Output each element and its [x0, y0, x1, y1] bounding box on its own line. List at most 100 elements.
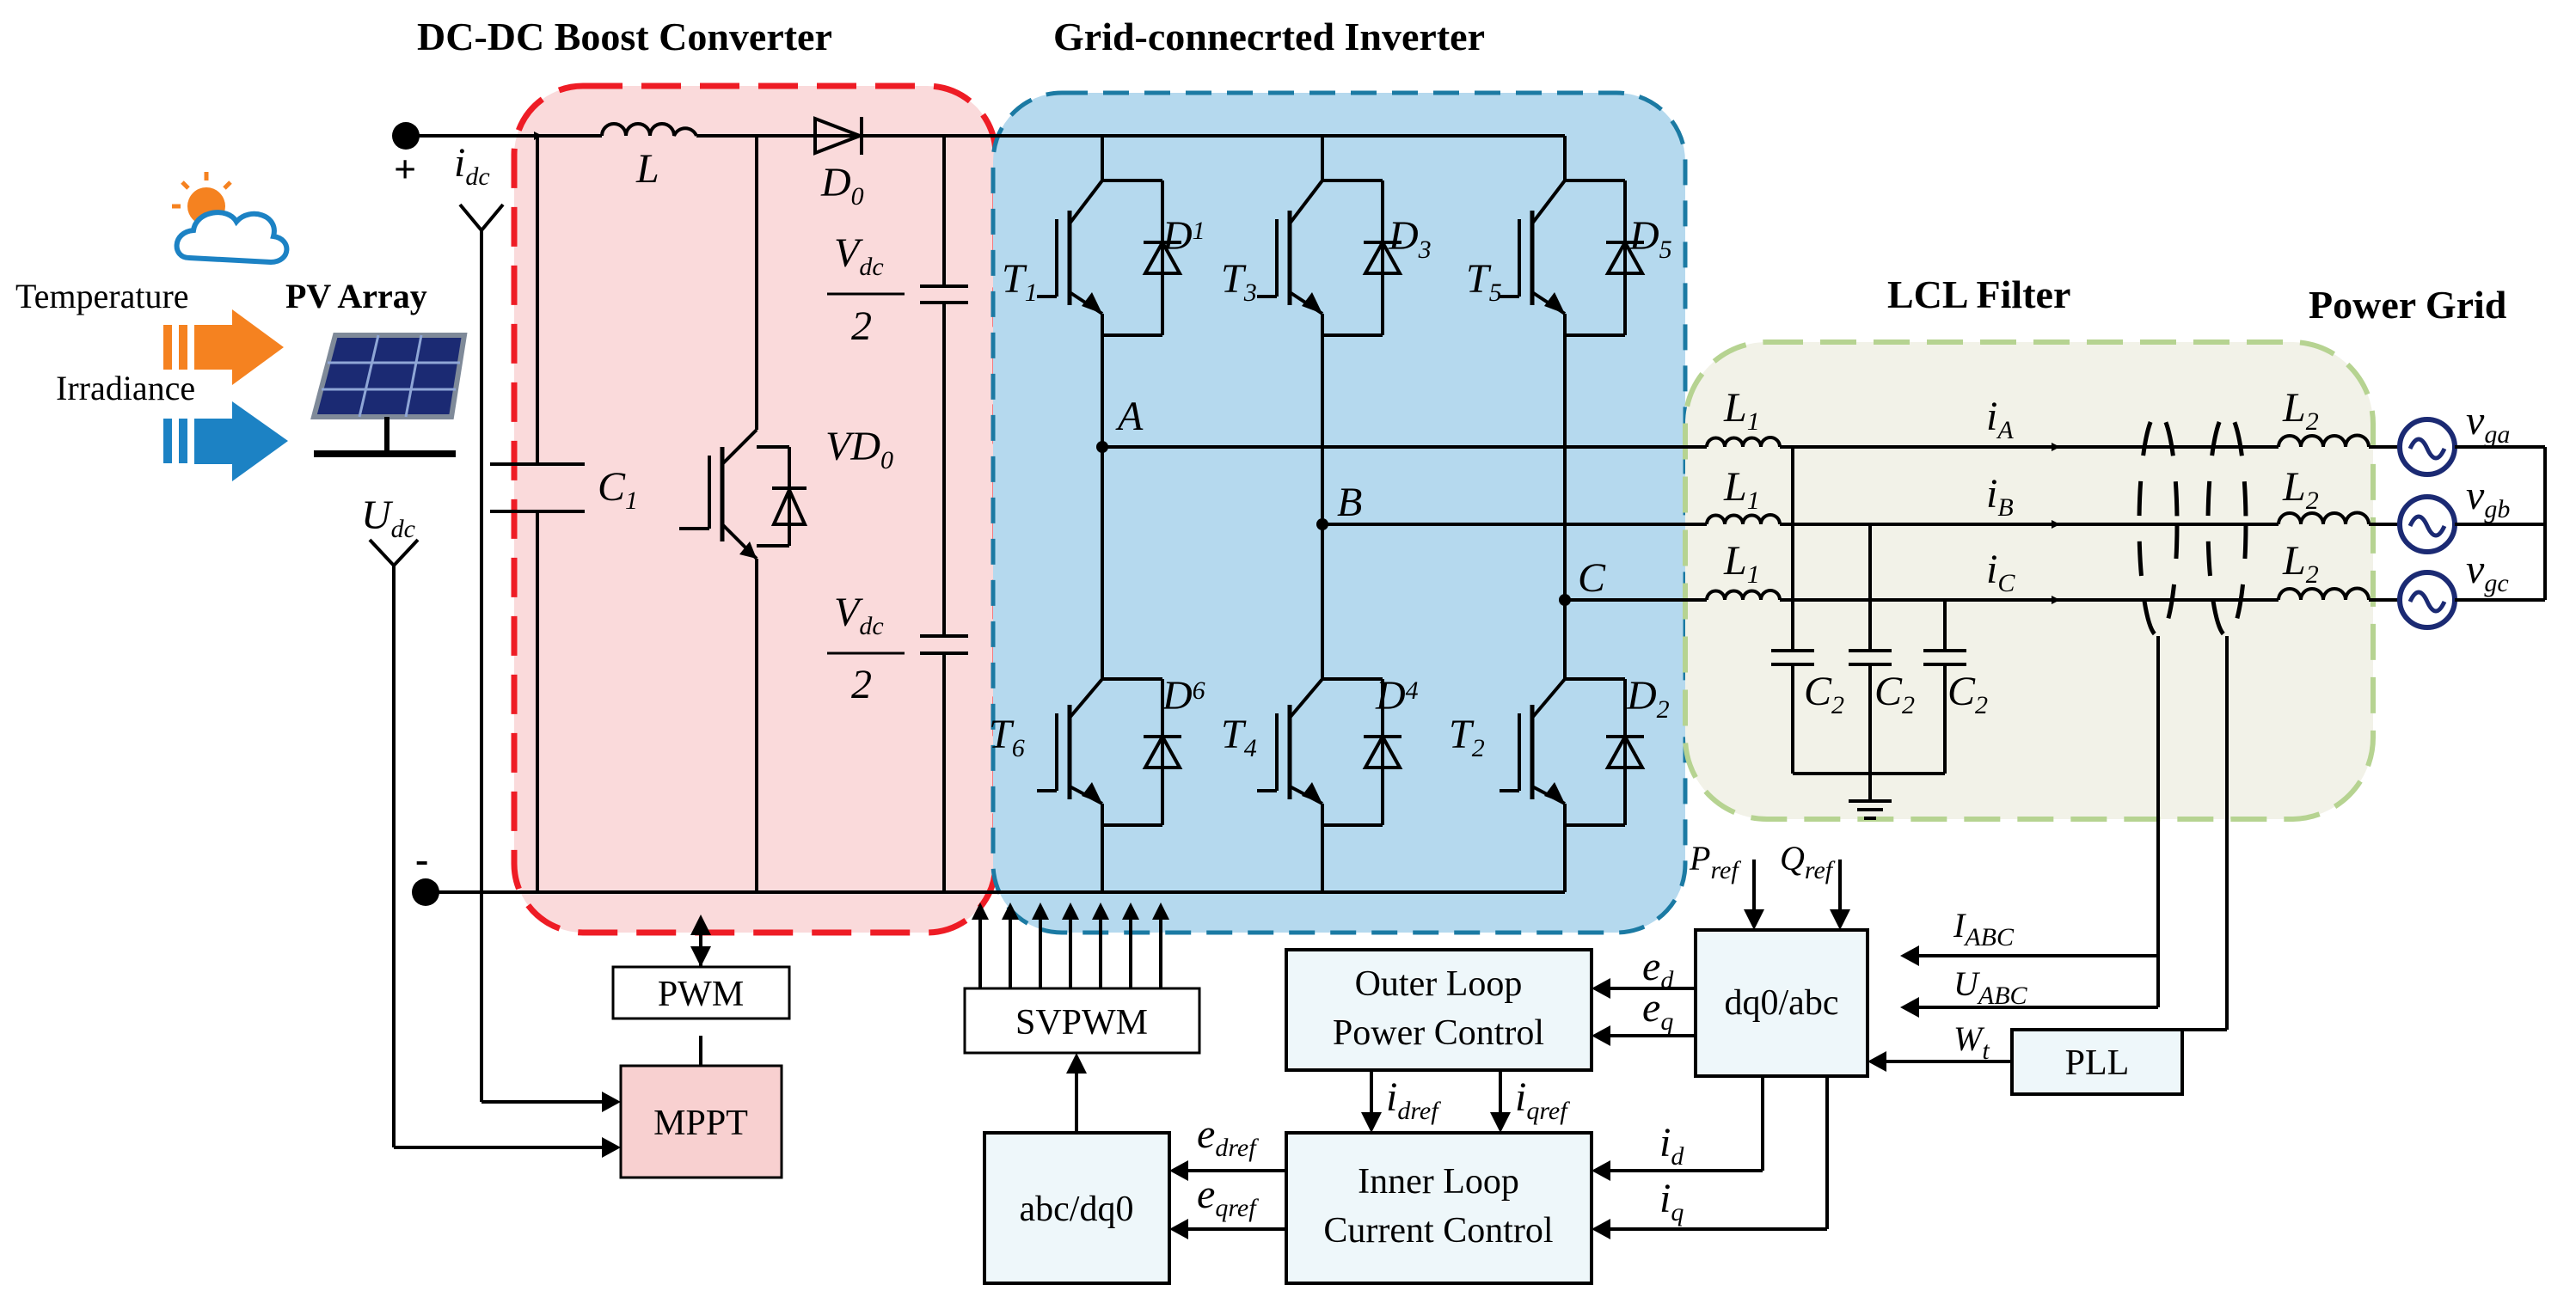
- lcl-region: [1683, 340, 2376, 822]
- d6-label: D6: [1162, 673, 1205, 719]
- node-B-label: B: [1337, 480, 1362, 525]
- d4-label: D4: [1375, 673, 1419, 719]
- solar-panel-icon: [310, 333, 468, 457]
- iabc-label: IABC: [1953, 906, 2015, 951]
- c2-label-c: C2: [1947, 669, 1988, 719]
- svpwm-label: SVPWM: [1015, 1003, 1148, 1043]
- boost-title: DC-DC Boost Converter: [417, 15, 832, 58]
- node-A-label: A: [1115, 394, 1144, 439]
- iabc-arrowhead: [1900, 945, 1919, 966]
- t2-label: T2: [1449, 712, 1485, 762]
- inner-loop-label-1: Inner Loop: [1358, 1162, 1519, 1202]
- node-A-dot: [1096, 441, 1108, 453]
- igbt-cell-t6: [1037, 677, 1183, 827]
- pref-label: Pref: [1689, 839, 1741, 884]
- outer-loop-block: [1285, 948, 1593, 1072]
- inductor-L: [600, 122, 698, 137]
- lcl-wiring: [1771, 445, 2399, 820]
- ed-label: ed: [1642, 944, 1674, 994]
- pwm-label: PWM: [658, 975, 744, 1014]
- grid-sources: [2397, 417, 2547, 630]
- outer-loop-label-1: Outer Loop: [1355, 964, 1523, 1004]
- uabc-label: UABC: [1953, 964, 2028, 1010]
- inverter-wiring: [1101, 136, 1707, 892]
- igbt-cell-t4: [1257, 677, 1403, 827]
- wt-label: Wt: [1953, 1019, 1990, 1065]
- plus-sign: +: [394, 147, 416, 191]
- inverter-title: Grid-connecrted Inverter: [1053, 15, 1485, 58]
- c1-label: C1: [598, 464, 638, 515]
- abc-dq0-label: abc/dq0: [1020, 1190, 1134, 1229]
- lcl-title: LCL Filter: [1887, 272, 2070, 316]
- idc-sensor-icon: [458, 203, 505, 234]
- udc-sensor-icon: [368, 538, 420, 568]
- l2-inductors: [2277, 433, 2371, 601]
- vd0-label: VD0: [825, 424, 893, 474]
- t3-label: T3: [1221, 256, 1257, 307]
- measurement-probes: [2137, 410, 2248, 639]
- vga-label: vga: [2466, 398, 2510, 449]
- l1-label-b: L1: [1723, 464, 1760, 515]
- vdc-top-label: Vdc 2: [827, 230, 905, 349]
- t1-label: T1: [1002, 256, 1038, 307]
- pwm-block: [611, 965, 791, 1020]
- svg-text:2: 2: [851, 662, 872, 707]
- l2-label-c: L2: [2282, 538, 2319, 589]
- outer-loop-label-2: Power Control: [1333, 1013, 1544, 1053]
- eqref-label: eqref: [1197, 1171, 1259, 1222]
- iq-label: iq: [1659, 1176, 1684, 1227]
- iC-label: iC: [1986, 547, 2015, 597]
- control-wiring: [699, 859, 2012, 1231]
- control-arrowheads: [602, 902, 1886, 1239]
- d1-label: D1: [1162, 213, 1205, 259]
- idc-label: idc: [454, 140, 490, 191]
- id-label: id: [1659, 1120, 1684, 1171]
- d3-label: D3: [1388, 213, 1432, 264]
- pv-array-title: PV Array: [285, 277, 427, 315]
- dc-wiring: [392, 134, 1565, 1149]
- edref-label: edref: [1197, 1111, 1259, 1162]
- d2-label: D2: [1626, 673, 1670, 724]
- svpwm-block: [963, 987, 1201, 1055]
- t6-label: T6: [989, 712, 1025, 762]
- igbt-cells: [1037, 179, 1646, 827]
- temperature-arrow-icon: [163, 309, 284, 385]
- inductor-L-label: L: [635, 146, 659, 192]
- mppt-label: MPPT: [653, 1104, 748, 1143]
- igbt-cell-t3: [1257, 179, 1403, 337]
- dq0-abc-label: dq0/abc: [1725, 983, 1839, 1023]
- inner-loop-label-2: Current Control: [1323, 1211, 1553, 1251]
- qref-label: Qref: [1780, 839, 1836, 884]
- sun-cloud-icon: [172, 172, 290, 266]
- minus-sign: -: [415, 837, 428, 881]
- l1-label-c: L1: [1723, 538, 1760, 589]
- igbt-cell-t5: [1500, 179, 1646, 337]
- l1-inductors: [1705, 436, 1782, 601]
- iqref-label: iqref: [1515, 1074, 1570, 1125]
- dq0-abc-block: [1694, 928, 1869, 1078]
- node-C-dot: [1559, 594, 1571, 606]
- temperature-label: Temperature: [15, 277, 189, 315]
- iA-label: iA: [1986, 394, 2014, 444]
- svg-text:Vdc: Vdc: [834, 590, 884, 640]
- igbt-cell-t1: [1037, 179, 1183, 337]
- svg-text:2: 2: [851, 303, 872, 349]
- t5-label: T5: [1466, 256, 1502, 307]
- svg-text:Vdc: Vdc: [834, 230, 884, 281]
- d5-label: D5: [1628, 213, 1672, 264]
- l2-label-a: L2: [2282, 385, 2319, 436]
- c2-label-a: C2: [1804, 669, 1844, 719]
- vgc-label: vgc: [2466, 547, 2509, 597]
- pll-label: PLL: [2065, 1043, 2130, 1083]
- vdc-bottom-label: Vdc 2: [827, 590, 905, 707]
- grid-title: Power Grid: [2309, 283, 2507, 327]
- l2-label-b: L2: [2282, 464, 2319, 515]
- eq-label: eq: [1642, 985, 1673, 1036]
- switch-VD0: [679, 428, 808, 560]
- probe-feedback-wires: [1917, 636, 2229, 1031]
- l1-label-a: L1: [1723, 385, 1760, 436]
- node-C-label: C: [1578, 555, 1606, 601]
- udc-label: Udc: [361, 492, 415, 543]
- node-B-dot: [1316, 518, 1328, 530]
